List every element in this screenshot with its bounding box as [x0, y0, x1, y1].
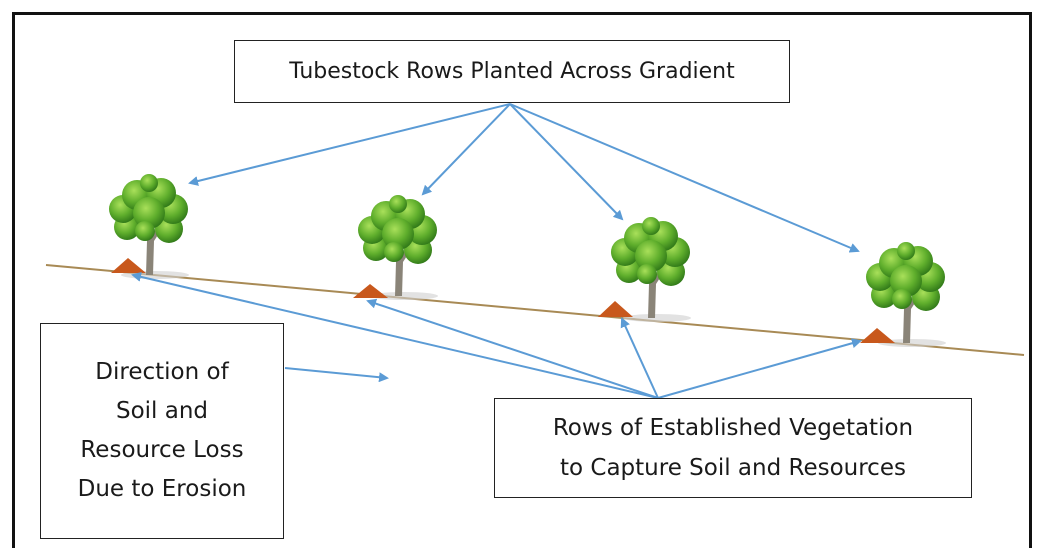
- erosion-direction-box: Direction of Soil and Resource Loss Due …: [40, 323, 284, 539]
- arrow-vegetation-to-mound-1: [131, 271, 659, 399]
- vegetation-text-line-2: to Capture Soil and Resources: [560, 455, 906, 481]
- erosion-text-line-4: Due to Erosion: [77, 476, 247, 502]
- vegetation-text-line-1: Rows of Established Vegetation: [552, 415, 914, 441]
- vegetation-rows-box: Rows of Established Vegetation to Captur…: [494, 398, 972, 498]
- erosion-text-line-1: Direction of: [95, 359, 229, 385]
- arrow-vegetation-to-mound-2: [366, 298, 659, 399]
- soil-mound-4: [860, 328, 895, 343]
- arrow-title-to-row-1: [188, 103, 511, 186]
- tree-1: [109, 174, 189, 279]
- title-box: Tubestock Rows Planted Across Gradient: [234, 40, 790, 103]
- soil-mound-3: [598, 301, 633, 317]
- diagram-frame: [12, 12, 1032, 548]
- soil-mound-1: [111, 258, 146, 273]
- erosion-text-line-2: Soil and: [115, 398, 209, 424]
- erosion-text-line-3: Resource Loss: [80, 437, 244, 463]
- tree-3: [611, 217, 691, 322]
- title-text: Tubestock Rows Planted Across Gradient: [289, 59, 735, 84]
- erosion-direction-text: Direction of Soil and Resource Loss Due …: [78, 353, 247, 509]
- arrow-title-to-row-2: [421, 103, 511, 196]
- arrow-erosion-direction: [284, 367, 389, 383]
- vegetation-rows-text: Rows of Established Vegetation to Captur…: [553, 408, 913, 488]
- arrow-title-to-row-4: [509, 103, 860, 253]
- soil-mound-2: [353, 284, 388, 298]
- arrow-title-to-row-3: [509, 103, 624, 221]
- arrow-vegetation-to-mound-3: [620, 317, 659, 399]
- arrow-vegetation-to-mound-4: [657, 338, 862, 399]
